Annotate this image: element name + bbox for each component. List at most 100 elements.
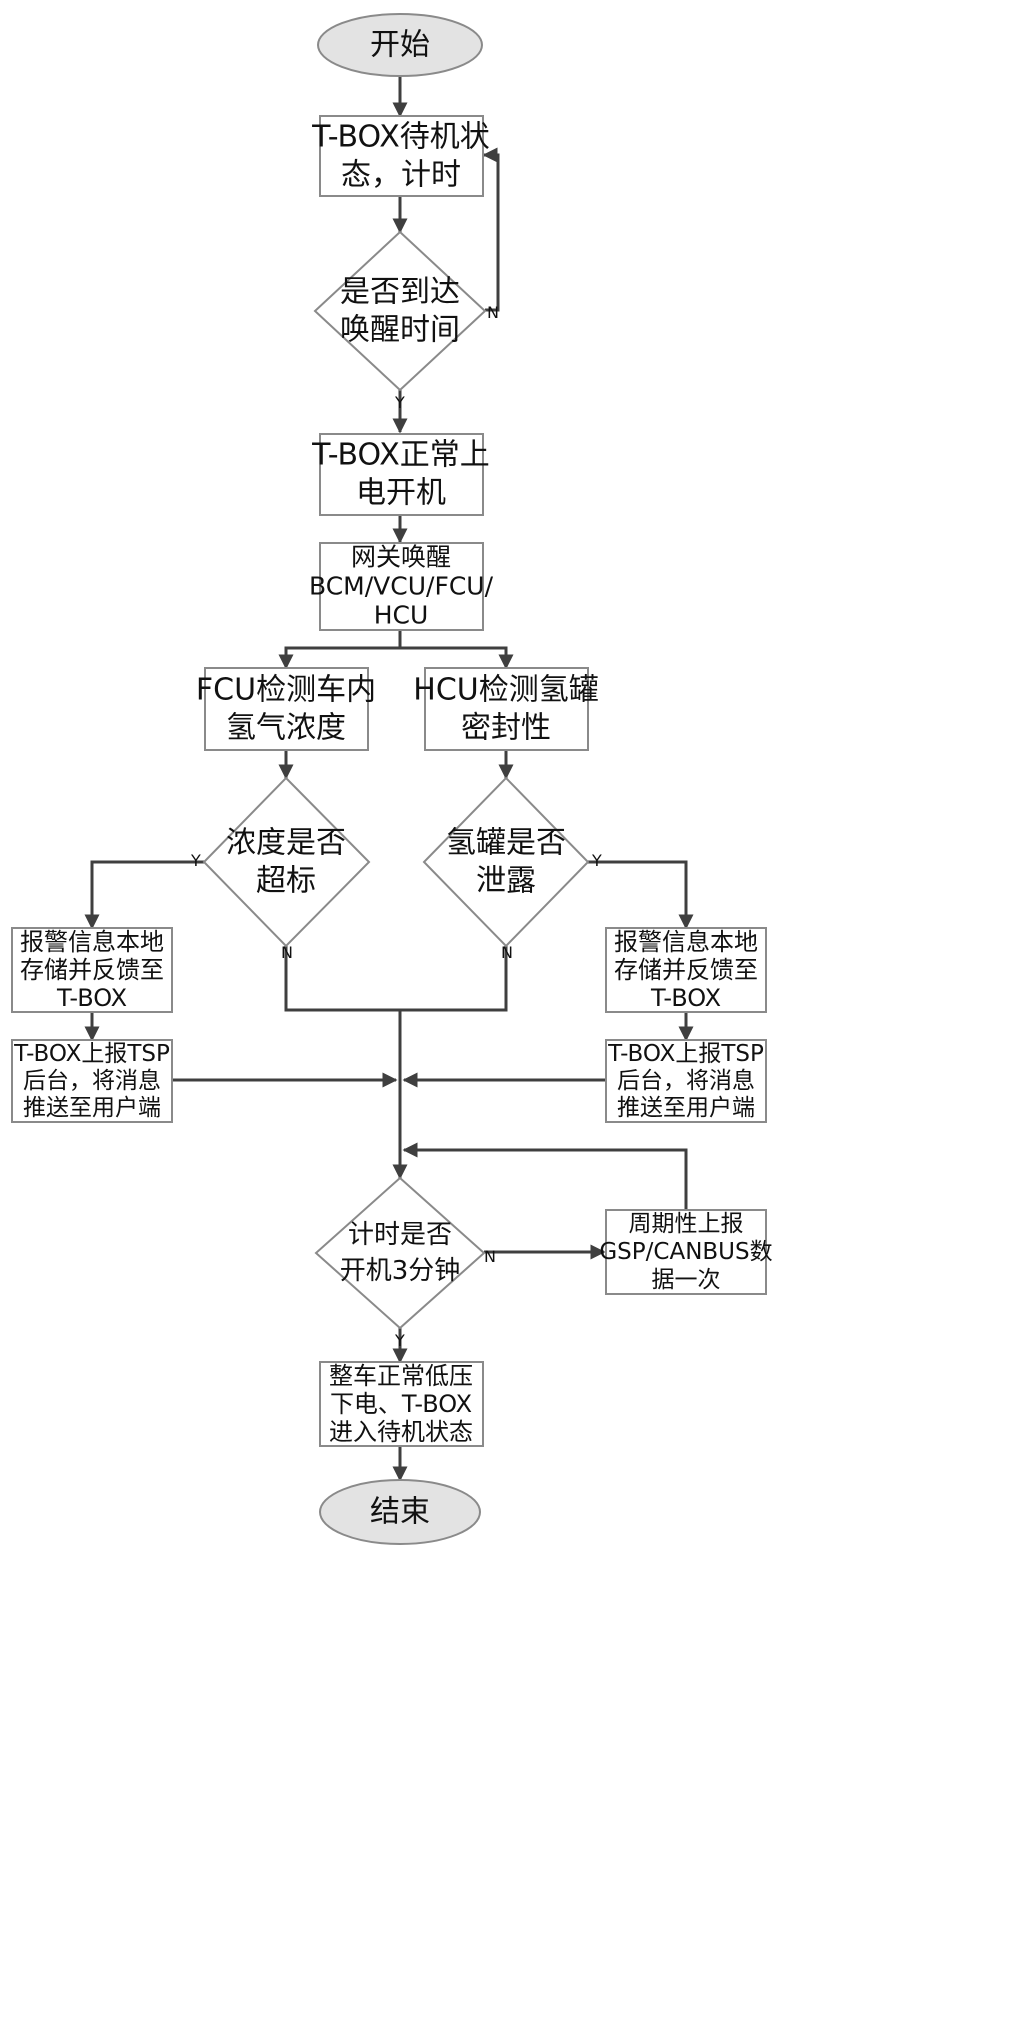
edge-conc-no [284,946,400,1012]
node-conc-check: 浓度是否超标 [202,776,371,948]
node-text: 是否到达唤醒时间 [340,275,460,348]
power-on-process [319,433,484,516]
node-text-line: HCU [374,601,429,630]
node-text-line: HCU检测氢罐 [413,673,598,708]
alarm-left-process [11,927,173,1013]
node-end: 结束 [319,1479,481,1545]
edge-leak-yes [588,860,694,930]
node-text-line: 超标 [256,864,316,899]
node-text: 浓度是否超标 [226,826,346,899]
node-text-line: 下电、T-BOX [330,1390,472,1418]
edge-split-fcu [278,646,400,670]
node-text-line: 浓度是否 [226,826,346,861]
node-text-line: 氢气浓度 [226,711,346,746]
start-terminal [317,13,483,77]
node-wake-check: 是否到达唤醒时间 [313,230,487,392]
node-text-line: T-BOX正常上 [311,438,490,473]
node-text-line: 是否到达 [340,275,460,310]
node-text-line: 推送至用户端 [23,1095,161,1121]
node-fcu-detect: FCU检测车内氢气浓度 [196,667,376,751]
label-conc-no: N [281,943,293,962]
node-text: T-BOX待机状态，计时 [311,120,490,193]
report-right-process [605,1039,767,1123]
node-leak-check: 氢罐是否泄露 [422,776,590,948]
edge-periodic-loop [402,1142,688,1210]
node-text-line: 周期性上报 [629,1211,744,1237]
node-text: T-BOX正常上电开机 [311,438,490,511]
node-text-line: 整车正常低压 [329,1362,473,1390]
node-text: 结束 [370,1495,430,1530]
end-terminal [319,1479,481,1545]
node-text-line: 后台，将消息 [23,1068,161,1094]
node-text: 氢罐是否泄露 [446,826,566,899]
edge-labels: N Y Y N Y N N Y [190,303,602,1350]
node-start: 开始 [317,13,483,77]
node-text-line: 推送至用户端 [617,1095,755,1121]
fcu-detect-process [204,667,369,751]
label-wake-yes: Y [394,393,405,412]
node-standby: T-BOX待机状态，计时 [311,115,490,197]
edge-wake-no-loop [482,147,500,312]
edge-conc-yes [84,860,204,930]
node-power-on: T-BOX正常上电开机 [311,433,490,516]
connectors [84,76,694,1482]
label-timer-yes: Y [394,1331,405,1350]
periodic-process [605,1209,767,1295]
node-text-line: 开始 [370,28,430,63]
node-text-line: 开机3分钟 [340,1256,461,1286]
alarm-right-process [605,927,767,1013]
node-text-line: 结束 [370,1495,430,1530]
node-text-line: 存储并反馈至 [20,956,164,984]
report-left-process [11,1039,173,1123]
node-text-line: 存储并反馈至 [614,956,758,984]
label-wake-no: N [487,303,499,322]
node-text-line: 后台，将消息 [617,1068,755,1094]
node-text-line: 据一次 [652,1267,721,1293]
node-text-line: 报警信息本地 [614,928,758,956]
node-text: HCU检测氢罐密封性 [413,673,598,746]
edge-leak-no [400,946,508,1012]
node-text-line: 进入待机状态 [329,1418,473,1446]
node-text-line: 电开机 [356,476,446,511]
node-text-line: T-BOX [56,984,127,1012]
node-text-line: 计时是否 [348,1220,452,1250]
node-text: FCU检测车内氢气浓度 [196,673,376,746]
hcu-detect-process [424,667,589,751]
gateway-process [319,542,484,631]
node-text: 开始 [370,28,430,63]
node-text-line: BCM/VCU/FCU/ [309,572,494,601]
label-conc-yes: Y [190,851,201,870]
wake-check-decision [313,230,487,392]
node-text-line: 泄露 [476,864,536,899]
node-text-line: FCU检测车内 [196,673,376,708]
timer-check-decision [314,1176,486,1330]
label-leak-no: N [501,943,513,962]
node-hcu-detect: HCU检测氢罐密封性 [413,667,599,751]
shutdown-process [319,1361,484,1447]
node-text-line: 密封性 [461,711,551,746]
node-text-line: T-BOX待机状 [311,120,490,155]
label-leak-yes: Y [591,851,602,870]
node-text-line: 唤醒时间 [340,313,460,348]
edge-split-hcu [400,646,514,670]
node-text-line: 报警信息本地 [20,928,164,956]
node-text-line: 网关唤醒 [351,543,451,572]
node-text: 计时是否开机3分钟 [340,1220,461,1286]
node-text-line: T-BOX上报TSP [13,1041,170,1067]
standby-process [319,115,484,197]
node-text-line: T-BOX [650,984,721,1012]
leak-check-decision [422,776,590,948]
